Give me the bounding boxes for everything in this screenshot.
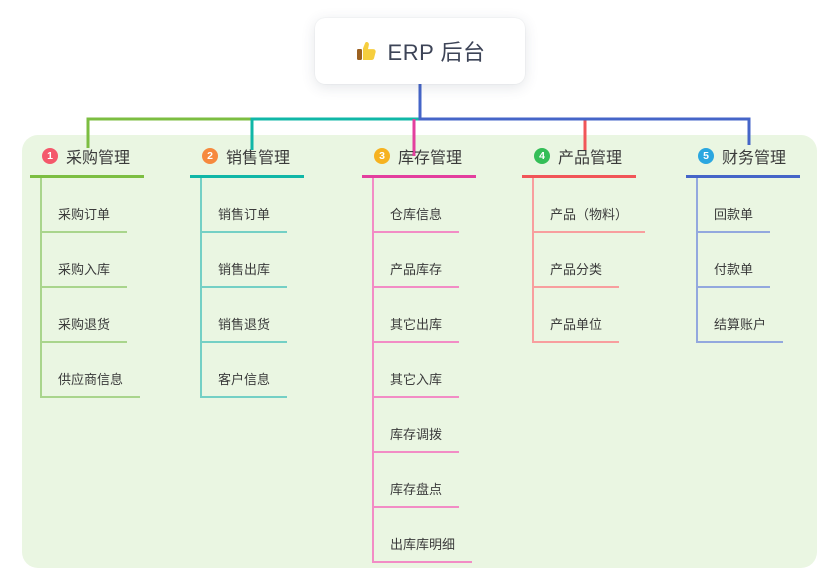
- root-node[interactable]: ERP 后台: [315, 18, 525, 84]
- branch-number-badge: 2: [202, 148, 218, 164]
- branch-children: 仓库信息产品库存其它出库其它入库库存调拨库存盘点出库库明细: [372, 178, 476, 563]
- child-node-label: 其它出库: [390, 317, 443, 332]
- child-node[interactable]: 产品分类: [532, 233, 620, 288]
- child-node-label: 回款单: [714, 207, 754, 222]
- child-node-label: 库存盘点: [390, 482, 443, 497]
- branch-connector-line: [250, 117, 420, 150]
- branch-财务管理: 5 财务管理回款单付款单结算账户: [686, 145, 801, 343]
- root-title: ERP 后台: [387, 40, 486, 65]
- branch-connector-line: [418, 84, 751, 145]
- child-node[interactable]: 回款单: [696, 178, 771, 233]
- child-node-label: 付款单: [714, 262, 754, 277]
- child-node-label: 供应商信息: [58, 372, 124, 387]
- thumbs-up-icon: [356, 42, 376, 60]
- children-vertical-line: [696, 178, 698, 341]
- children-vertical-line: [40, 178, 42, 396]
- child-node-label: 结算账户: [714, 317, 767, 332]
- child-node[interactable]: 产品单位: [532, 288, 620, 343]
- branch-number-badge: 5: [698, 148, 714, 164]
- child-node[interactable]: 结算账户: [696, 288, 784, 343]
- branch-title: 销售管理: [226, 150, 291, 167]
- branch-title: 库存管理: [398, 150, 463, 167]
- child-node[interactable]: 销售退货: [200, 288, 288, 343]
- child-node[interactable]: 采购退货: [40, 288, 128, 343]
- branch-采购管理: 1 采购管理采购订单采购入库采购退货供应商信息: [30, 145, 145, 398]
- child-node-label: 出库库明细: [390, 537, 456, 552]
- child-node[interactable]: 采购订单: [40, 178, 128, 233]
- branch-children: 销售订单销售出库销售退货客户信息: [200, 178, 304, 398]
- children-vertical-line: [532, 178, 534, 341]
- branches-panel: [22, 135, 817, 568]
- child-node[interactable]: 其它入库: [372, 343, 460, 398]
- branch-children: 回款单付款单结算账户: [696, 178, 800, 343]
- branch-title: 财务管理: [722, 150, 787, 167]
- child-node-label: 其它入库: [390, 372, 443, 387]
- child-node-label: 产品分类: [550, 262, 603, 277]
- child-node-label: 产品（物料）: [550, 207, 629, 222]
- branch-产品管理: 4 产品管理产品（物料） 产品分类产品单位: [522, 145, 646, 343]
- child-node[interactable]: 产品库存: [372, 233, 460, 288]
- child-node-label: 产品单位: [550, 317, 603, 332]
- child-node-label: 销售退货: [218, 317, 271, 332]
- child-node-label: 仓库信息: [390, 207, 443, 222]
- branch-title: 采购管理: [66, 150, 131, 167]
- child-node[interactable]: 库存调拨: [372, 398, 460, 453]
- branch-title: 产品管理: [558, 150, 623, 167]
- child-node-label: 产品库存: [390, 262, 443, 277]
- child-node[interactable]: 库存盘点: [372, 453, 460, 508]
- child-node-label: 库存调拨: [390, 427, 443, 442]
- branch-header[interactable]: 1 采购管理: [30, 145, 145, 178]
- child-node[interactable]: 采购入库: [40, 233, 128, 288]
- branch-header[interactable]: 3 库存管理: [362, 145, 477, 178]
- branch-number-badge: 1: [42, 148, 58, 164]
- branch-children: 产品（物料） 产品分类产品单位: [532, 178, 646, 343]
- branch-header[interactable]: 2 销售管理: [190, 145, 305, 178]
- child-node-label: 采购入库: [58, 262, 111, 277]
- child-node[interactable]: 销售订单: [200, 178, 288, 233]
- child-node-label: 销售订单: [218, 207, 271, 222]
- branch-number-badge: 3: [374, 148, 390, 164]
- children-vertical-line: [200, 178, 202, 396]
- child-node-label: 采购退货: [58, 317, 111, 332]
- child-node[interactable]: 产品（物料）: [532, 178, 646, 233]
- child-node-label: 采购订单: [58, 207, 111, 222]
- child-node[interactable]: 其它出库: [372, 288, 460, 343]
- branch-header[interactable]: 4 产品管理: [522, 145, 637, 178]
- branch-销售管理: 2 销售管理销售订单销售出库销售退货客户信息: [190, 145, 305, 398]
- branch-库存管理: 3 库存管理仓库信息产品库存其它出库其它入库库存调拨库存盘点出库库明细: [362, 145, 477, 563]
- child-node-label: 销售出库: [218, 262, 271, 277]
- child-node[interactable]: 供应商信息: [40, 343, 141, 398]
- child-node[interactable]: 付款单: [696, 233, 771, 288]
- children-vertical-line: [372, 178, 374, 561]
- child-node-label: 客户信息: [218, 372, 271, 387]
- child-node[interactable]: 销售出库: [200, 233, 288, 288]
- branch-header[interactable]: 5 财务管理: [686, 145, 801, 178]
- child-node[interactable]: 出库库明细: [372, 508, 473, 563]
- child-node[interactable]: 仓库信息: [372, 178, 460, 233]
- branch-children: 采购订单采购入库采购退货供应商信息: [40, 178, 144, 398]
- child-node[interactable]: 客户信息: [200, 343, 288, 398]
- branch-number-badge: 4: [534, 148, 550, 164]
